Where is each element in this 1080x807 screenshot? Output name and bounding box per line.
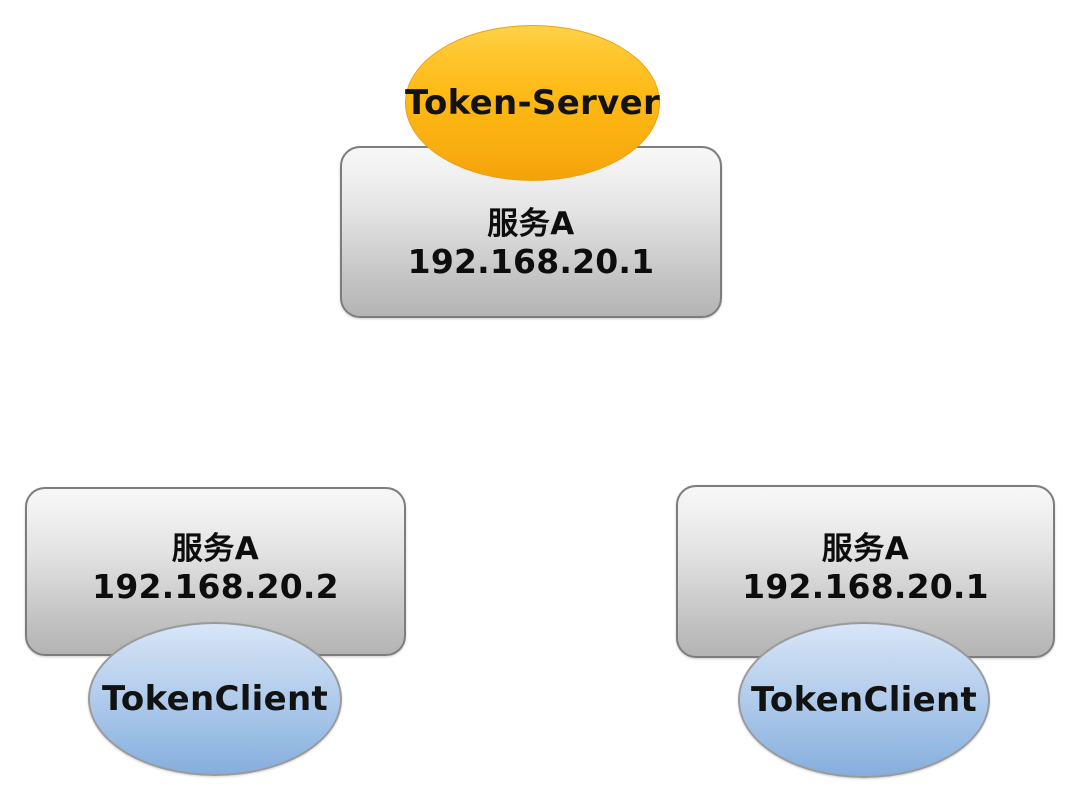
client-left-tokenclient-ellipse[interactable]: TokenClient — [88, 622, 342, 776]
client-right-ip-label: 192.168.20.1 — [742, 567, 989, 606]
client-left-service-label: 服务A — [171, 531, 260, 567]
client-left-tokenclient-label: TokenClient — [101, 679, 329, 719]
client-left-ip-label: 192.168.20.2 — [92, 567, 339, 606]
server-host-service-label: 服务A — [487, 206, 575, 242]
client-right-service-label: 服务A — [821, 531, 910, 567]
server-host-ip-label: 192.168.20.1 — [407, 242, 655, 281]
client-right-tokenclient-label: TokenClient — [750, 680, 978, 720]
token-server-label: Token-Server — [405, 83, 661, 123]
token-server-ellipse[interactable]: Token-Server — [405, 25, 660, 181]
client-right-tokenclient-ellipse[interactable]: TokenClient — [738, 622, 990, 778]
